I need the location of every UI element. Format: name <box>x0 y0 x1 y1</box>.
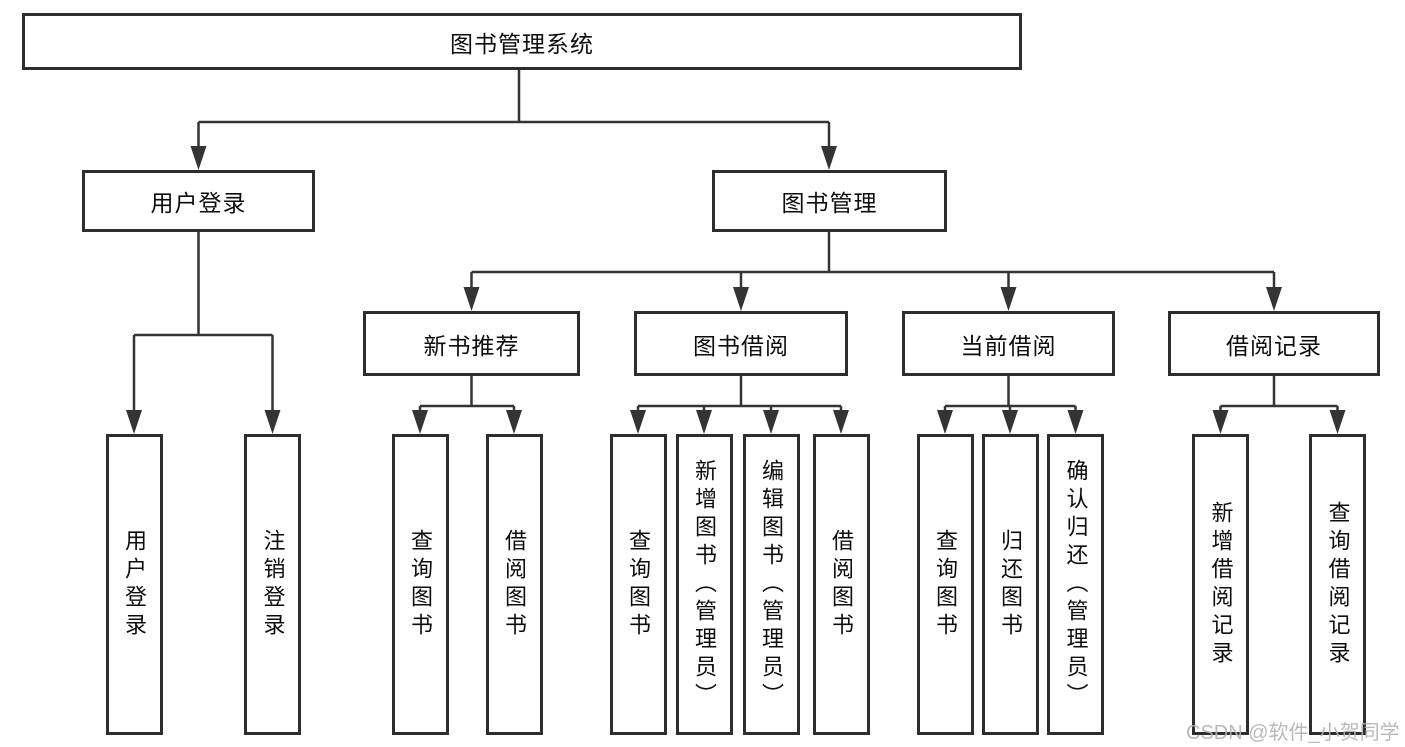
leaf-query-borrow-record: 查询借阅记录 <box>1309 434 1366 735</box>
node-current-borrow: 当前借阅 <box>902 311 1115 376</box>
arrowhead-icon <box>696 410 712 434</box>
leaf-query-books-3: 查询图书 <box>916 434 974 735</box>
leaf-borrow-books-1: 借阅图书 <box>485 434 543 735</box>
node-borrow-records: 借阅记录 <box>1168 311 1380 376</box>
node-user-login: 用户登录 <box>82 170 315 232</box>
connector-newbooks-to-leaves <box>418 376 516 414</box>
arrowhead-icon <box>833 410 849 434</box>
connector-strokes <box>132 70 1339 414</box>
arrowhead-icon <box>1212 410 1229 434</box>
leaf-borrow-books-2: 借阅图书 <box>812 434 870 735</box>
arrowhead-icon <box>463 287 480 311</box>
connector-userlogin-to-leaves <box>132 232 274 414</box>
leaf-query-books-2: 查询图书 <box>609 434 667 735</box>
node-book-borrow: 图书借阅 <box>634 311 848 376</box>
node-root: 图书管理系统 <box>22 13 1022 70</box>
leaf-user-login: 用户登录 <box>105 434 163 735</box>
leaf-return-books: 归还图书 <box>981 434 1039 735</box>
arrowhead-icon <box>506 410 522 434</box>
arrowhead-icon <box>733 287 749 311</box>
arrowhead-icon <box>821 146 837 170</box>
leaf-query-books-1: 查询图书 <box>391 434 449 735</box>
arrowhead-icon <box>937 410 953 434</box>
leaf-add-borrow-record: 新增借阅记录 <box>1192 434 1249 735</box>
arrowhead-icon <box>126 410 142 434</box>
arrowhead-icon <box>264 410 281 434</box>
node-new-book-recommend: 新书推荐 <box>363 311 580 376</box>
arrowhead-icon <box>190 146 207 170</box>
arrowhead-icon <box>1000 287 1017 311</box>
connector-root-to-level2 <box>197 70 831 150</box>
connector-bookmgmt-to-level3 <box>470 232 1276 291</box>
arrowhead-icon <box>630 410 646 434</box>
node-book-management: 图书管理 <box>712 170 947 232</box>
arrowhead-icon <box>1329 410 1346 434</box>
connector-currentborrow-to-leaves <box>943 376 1077 414</box>
arrowhead-icon <box>1002 410 1018 434</box>
arrowhead-icon <box>1266 287 1282 311</box>
connector-bookborrow-to-leaves <box>636 376 843 414</box>
arrowheads <box>126 146 1346 434</box>
arrowhead-icon <box>412 410 428 434</box>
leaf-add-books-admin: 新增图书（管理员） <box>675 434 733 735</box>
leaf-confirm-return-admin: 确认归还（管理员） <box>1047 434 1104 735</box>
csdn-watermark: CSDN @软件_小贺同学 <box>1186 722 1400 744</box>
leaf-logout: 注销登录 <box>244 434 301 735</box>
connector-borrowrecords-to-leaves <box>1219 376 1339 414</box>
leaf-edit-books-admin: 编辑图书（管理员） <box>742 434 800 735</box>
arrowhead-icon <box>763 410 779 434</box>
arrowhead-icon <box>1067 410 1084 434</box>
